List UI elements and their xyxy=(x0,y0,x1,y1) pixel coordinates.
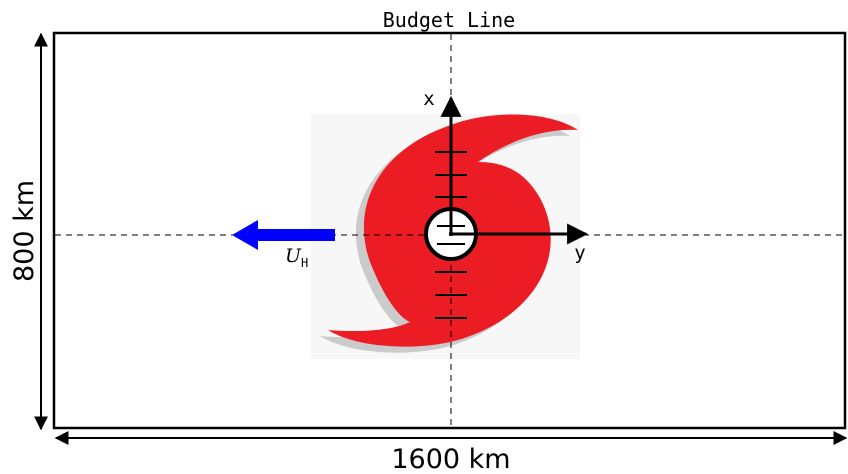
x-axis-label: x xyxy=(423,88,434,110)
diagram-title: Budget Line xyxy=(383,8,515,32)
motion-vector-label: UH xyxy=(285,245,308,270)
storm-motion-arrow xyxy=(232,220,335,250)
y-axis-label: y xyxy=(574,242,585,264)
motion-arrow-shaft xyxy=(255,229,335,241)
width-dimension-label: 1600 km xyxy=(391,444,510,474)
motion-arrow-head xyxy=(232,220,258,250)
motion-label-main: U xyxy=(285,245,302,267)
motion-label-subscript: H xyxy=(301,256,308,270)
height-dimension-label: 800 km xyxy=(9,180,40,282)
budget-box xyxy=(52,31,847,430)
